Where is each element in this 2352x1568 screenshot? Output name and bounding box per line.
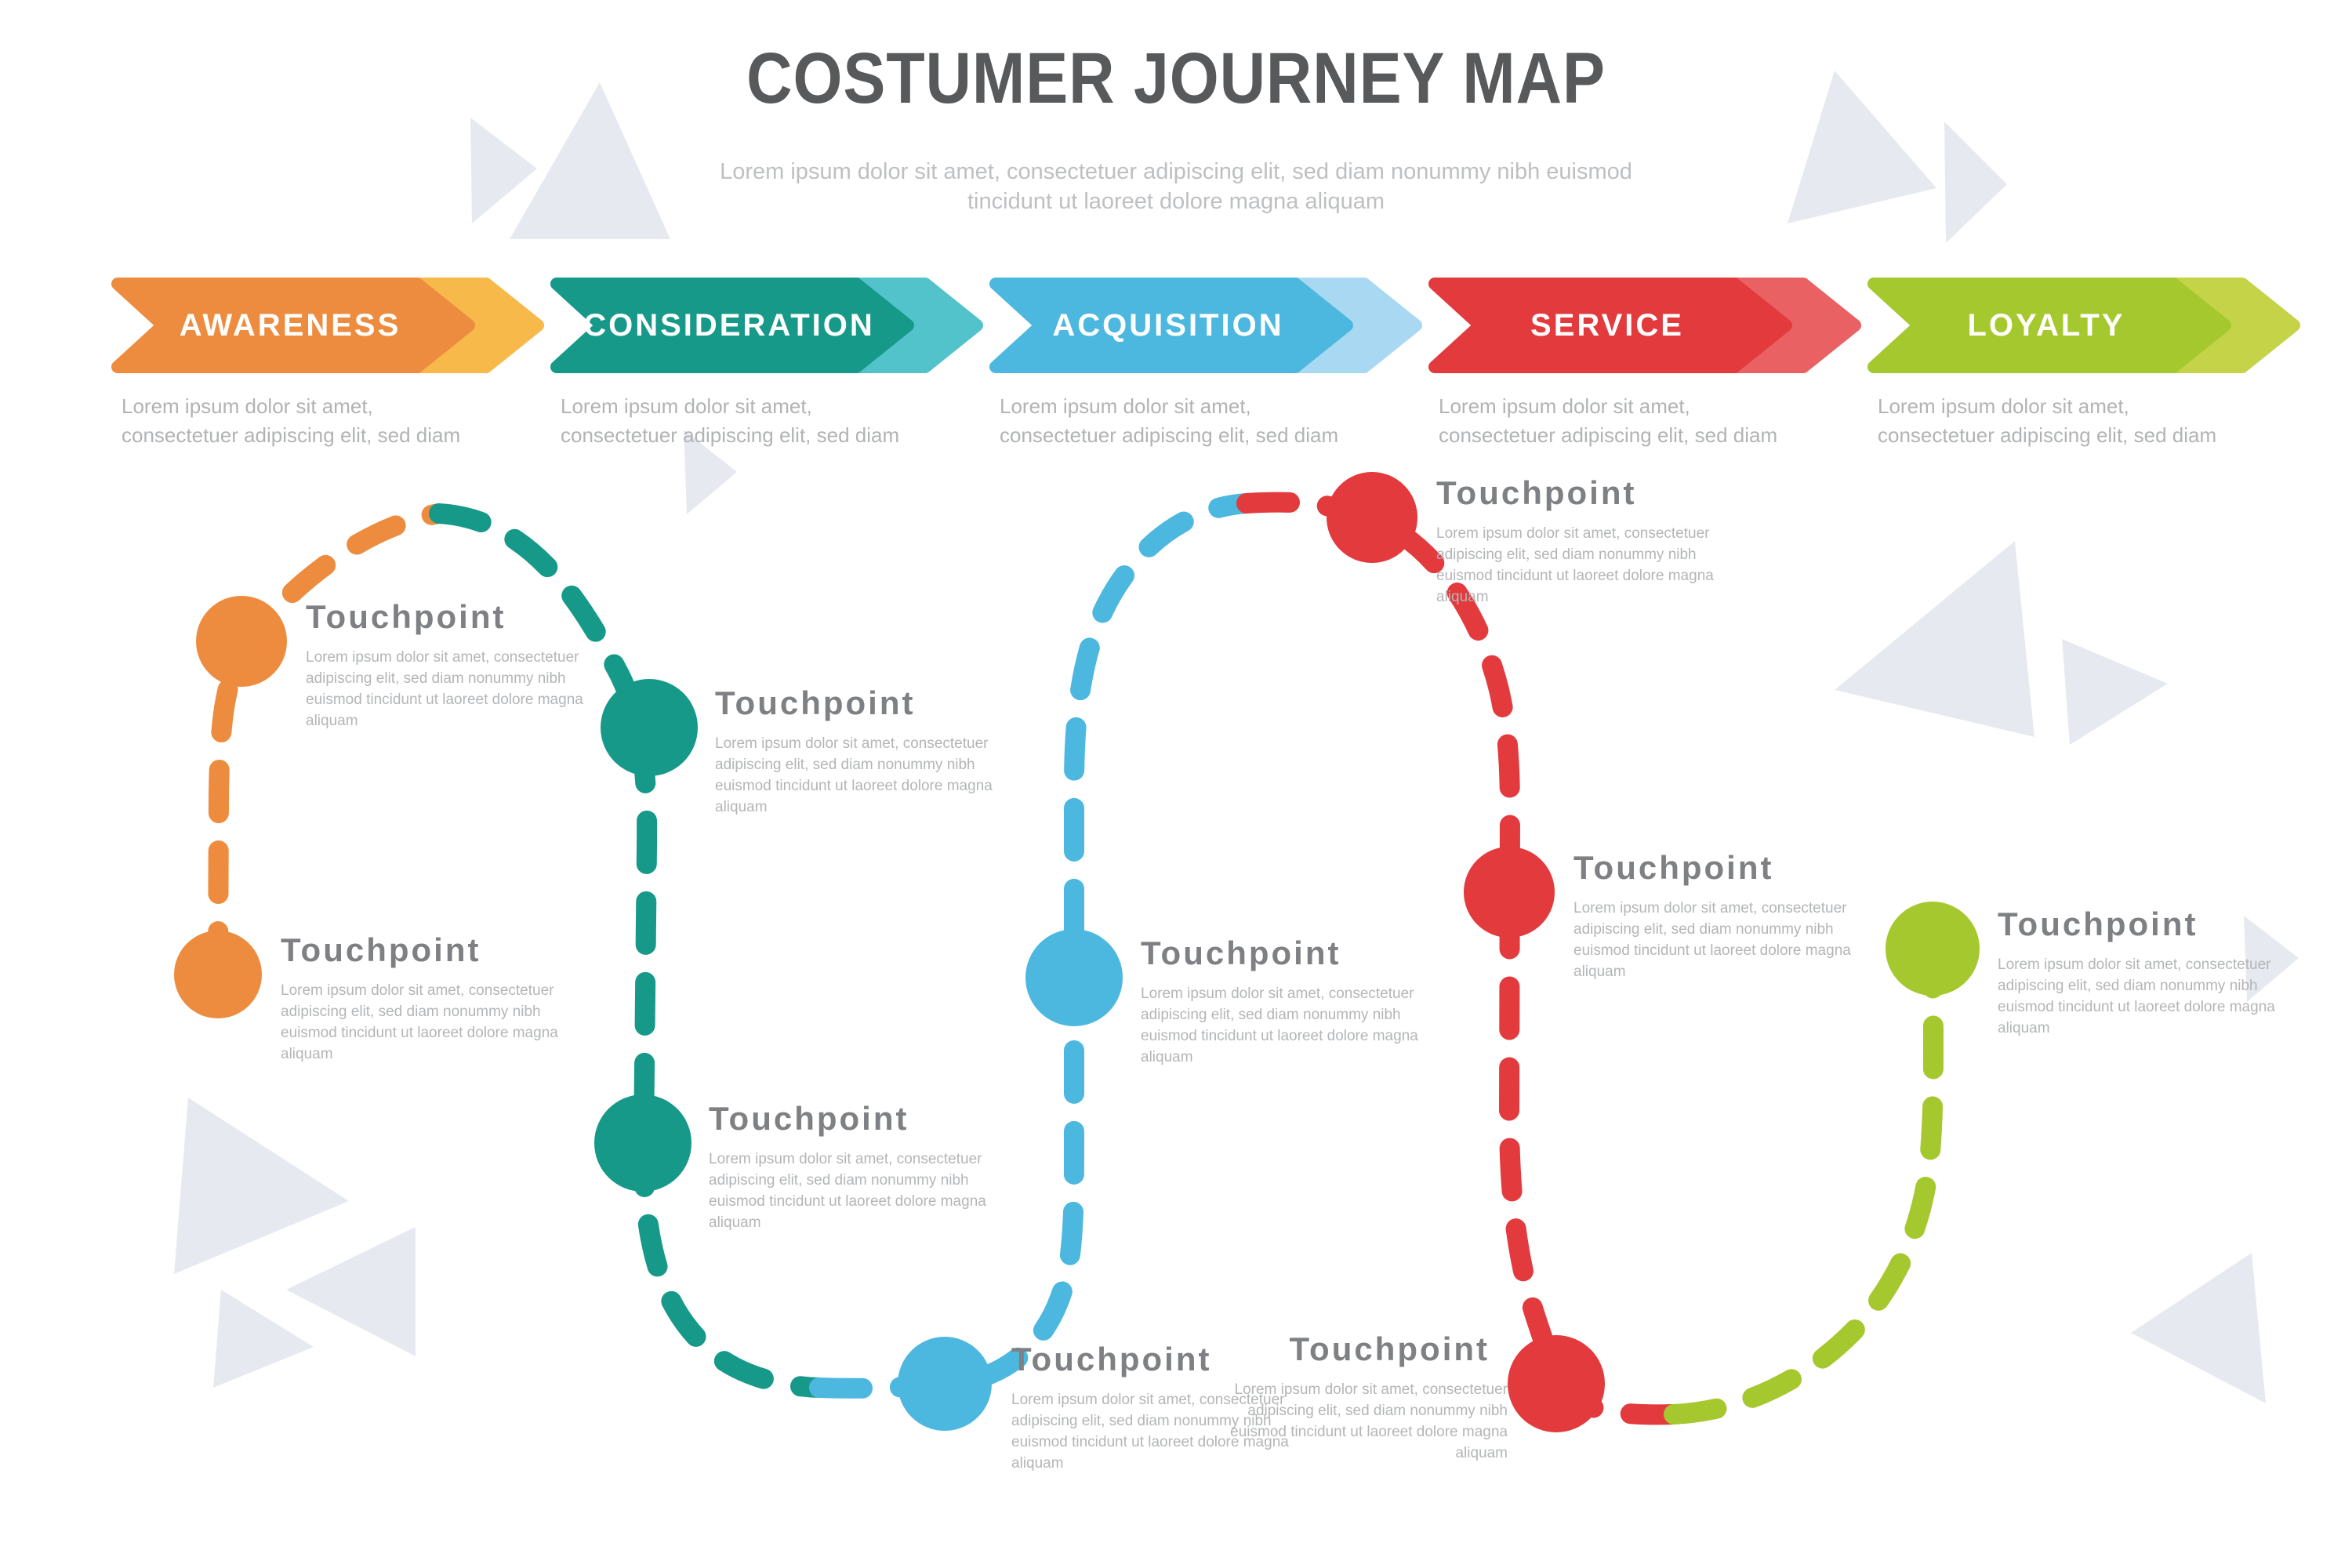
- triangle-decoration: [1944, 122, 2007, 243]
- touchpoint-circle-service-3: [1508, 1335, 1605, 1432]
- touchpoint-title: Touchpoint: [306, 598, 506, 635]
- touchpoint-circle-awareness-1: [196, 596, 287, 687]
- touchpoint-body: Lorem ipsum dolor sit amet, consectetuer…: [1436, 525, 1714, 605]
- touchpoint-body: Lorem ipsum dolor sit amet, consectetuer…: [715, 735, 993, 815]
- touchpoint-circle-consideration-2: [594, 1094, 691, 1192]
- journey-segment-awareness: [208, 503, 449, 985]
- triangle-decoration: [286, 1227, 416, 1356]
- touchpoint-title: Touchpoint: [281, 931, 481, 968]
- touchpoint-acquisition-1: Touchpoint Lorem ipsum dolor sit amet, c…: [1141, 937, 1439, 1069]
- touchpoint-body: Lorem ipsum dolor sit amet, consectetuer…: [1141, 985, 1418, 1065]
- touchpoint-circle-acquisition-1: [1025, 929, 1123, 1026]
- touchpoint-service-1: Touchpoint Lorem ipsum dolor sit amet, c…: [1436, 477, 1734, 608]
- touchpoint-body: Lorem ipsum dolor sit amet, consectetuer…: [281, 982, 558, 1062]
- touchpoint-circle-service-2: [1464, 847, 1555, 938]
- arrow-banner-main: [1428, 278, 1792, 373]
- touchpoint-awareness-2: Touchpoint Lorem ipsum dolor sit amet, c…: [281, 934, 579, 1065]
- arrow-banner-shape: [1867, 278, 2300, 373]
- touchpoint-service-3: Touchpoint Lorem ipsum dolor sit amet, c…: [1211, 1330, 1508, 1465]
- stage-banner-service: SERVICE Lorem ipsum dolor sit amet, cons…: [1427, 274, 1882, 510]
- triangle-decoration: [213, 1290, 314, 1388]
- touchpoint-acquisition-2: Touchpoint Lorem ipsum dolor sit amet, c…: [1011, 1343, 1309, 1475]
- touchpoint-title: Touchpoint: [715, 684, 916, 721]
- stage-description: Lorem ipsum dolor sit amet, consectetuer…: [122, 394, 461, 447]
- arrow-banner-shape: [989, 278, 1422, 373]
- stage-banner-acquisition: ACQUISITION Lorem ipsum dolor sit amet, …: [988, 274, 1443, 510]
- touchpoint-title: Touchpoint: [1436, 474, 1637, 511]
- journey-segment-loyalty: [1664, 940, 1944, 1425]
- stage-label: LOYALTY: [1967, 307, 2125, 343]
- arrow-banner-shape: [550, 278, 983, 373]
- arrow-banner-main: [1867, 278, 2231, 373]
- touchpoint-body: Lorem ipsum dolor sit amet, consectetuer…: [1011, 1392, 1289, 1472]
- touchpoint-circle-acquisition-2: [898, 1337, 992, 1431]
- triangle-decoration: [174, 1098, 349, 1274]
- touchpoint-circle-loyalty-1: [1886, 902, 1980, 996]
- stage-description: Lorem ipsum dolor sit amet, consectetuer…: [561, 394, 900, 447]
- triangle-decoration: [2244, 916, 2299, 1002]
- arrow-banner-shape: [111, 278, 544, 373]
- stage-label: SERVICE: [1530, 307, 1684, 343]
- touchpoint-awareness-1: Touchpoint Lorem ipsum dolor sit amet, c…: [306, 601, 604, 732]
- touchpoint-consideration-2: Touchpoint Lorem ipsum dolor sit amet, c…: [709, 1102, 1007, 1234]
- triangle-decoration: [684, 430, 737, 514]
- touchpoint-body: Lorem ipsum dolor sit amet, consectetuer…: [1230, 1381, 1508, 1461]
- touchpoint-title: Touchpoint: [709, 1100, 909, 1137]
- stage-description: Lorem ipsum dolor sit amet, consectetuer…: [1878, 394, 2217, 447]
- touchpoint-body: Lorem ipsum dolor sit amet, consectetuer…: [709, 1151, 986, 1231]
- touchpoint-consideration-1: Touchpoint Lorem ipsum dolor sit amet, c…: [715, 687, 1013, 818]
- touchpoint-body: Lorem ipsum dolor sit amet, consectetuer…: [1573, 900, 1851, 980]
- stage-banner-awareness: AWARENESS Lorem ipsum dolor sit amet, co…: [110, 274, 564, 510]
- touchpoint-title: Touchpoint: [1573, 849, 1774, 886]
- stage-description: Lorem ipsum dolor sit amet, consectetuer…: [1439, 394, 1778, 447]
- stage-label: CONSIDERATION: [583, 307, 875, 343]
- page-title: COSTUMER JOURNEY MAP: [746, 38, 1606, 118]
- touchpoint-circle-awareness-2: [174, 931, 262, 1018]
- arrow-banner-main: [550, 278, 914, 373]
- touchpoint-circle-consideration-1: [601, 679, 698, 776]
- arrow-banner-main: [111, 278, 475, 373]
- arrow-banner-shape: [1428, 278, 1861, 373]
- triangle-decoration: [1835, 541, 2034, 737]
- triangle-decoration: [2062, 639, 2168, 745]
- page-subtitle: Lorem ipsum dolor sit amet, consectetuer…: [720, 159, 1632, 215]
- touchpoint-title: Touchpoint: [1289, 1330, 1490, 1367]
- stage-label: AWARENESS: [179, 307, 401, 343]
- triangle-decoration: [2131, 1253, 2266, 1403]
- touchpoint-loyalty-1: Touchpoint Lorem ipsum dolor sit amet, c…: [1998, 908, 2296, 1040]
- stage-banner-consideration: CONSIDERATION Lorem ipsum dolor sit amet…: [549, 274, 1004, 510]
- touchpoint-service-2: Touchpoint Lorem ipsum dolor sit amet, c…: [1573, 851, 1871, 983]
- triangle-decoration: [1788, 71, 1936, 223]
- triangle-decoration: [510, 82, 670, 239]
- stage-description: Lorem ipsum dolor sit amet, consectetuer…: [1000, 394, 1339, 447]
- touchpoint-circle-service-1: [1327, 472, 1417, 563]
- triangle-decoration: [470, 118, 537, 223]
- stage-label: ACQUISITION: [1052, 307, 1284, 343]
- touchpoint-body: Lorem ipsum dolor sit amet, consectetuer…: [1998, 956, 2275, 1036]
- touchpoint-title: Touchpoint: [1998, 906, 2198, 942]
- arrow-banner-main: [989, 278, 1353, 373]
- touchpoint-title: Touchpoint: [1141, 935, 1341, 971]
- stage-banner-loyalty: LOYALTY Lorem ipsum dolor sit amet, cons…: [1866, 274, 2321, 510]
- journey-segment-consideration: [429, 503, 829, 1398]
- touchpoint-body: Lorem ipsum dolor sit amet, consectetuer…: [306, 649, 583, 729]
- touchpoint-title: Touchpoint: [1011, 1341, 1212, 1377]
